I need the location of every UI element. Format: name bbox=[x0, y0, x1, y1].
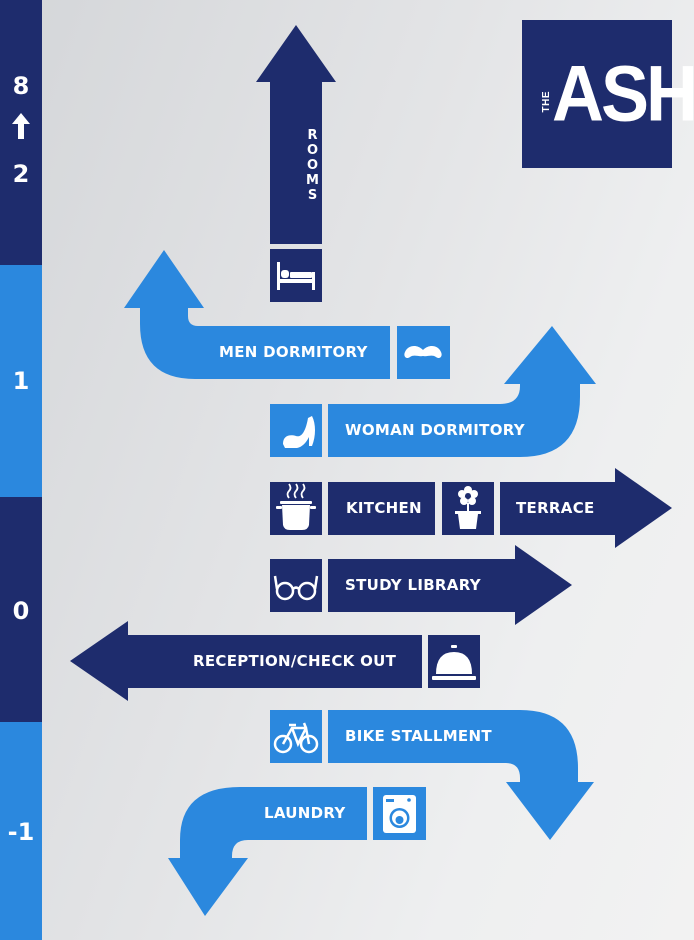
logo-main-text: ASH bbox=[552, 50, 694, 138]
steam-icon bbox=[286, 483, 306, 499]
kitchen-label: KITCHEN bbox=[346, 499, 422, 517]
terrace-arrow bbox=[500, 468, 672, 548]
floor-bar-ground bbox=[0, 497, 42, 722]
bicycle-icon bbox=[273, 722, 319, 754]
reception-label: RECEPTION/CHECK OUT bbox=[193, 652, 397, 670]
men-dormitory-arrow bbox=[124, 250, 390, 379]
woman-dormitory-label: WOMAN DORMITORY bbox=[345, 421, 525, 439]
floor-label-0: 0 bbox=[12, 597, 30, 625]
mustache-icon bbox=[404, 346, 442, 359]
study-library-arrow bbox=[328, 545, 572, 625]
rooms-arrow bbox=[256, 25, 336, 244]
bike-stallment-arrow bbox=[328, 710, 594, 840]
floor-label-8: 8 bbox=[12, 72, 30, 100]
laundry-arrow bbox=[168, 787, 367, 916]
study-library-label: STUDY LIBRARY bbox=[345, 576, 481, 594]
flower-pot-icon bbox=[455, 486, 481, 529]
arrow-up-icon bbox=[12, 113, 30, 139]
service-bell-icon bbox=[432, 645, 476, 680]
reception-arrow bbox=[70, 621, 422, 701]
logo: THE ASH bbox=[522, 20, 694, 168]
glasses-icon bbox=[273, 575, 319, 601]
washing-machine-icon bbox=[383, 795, 416, 833]
floor-label-minus-1: -1 bbox=[7, 818, 35, 846]
bed-icon bbox=[277, 262, 315, 290]
terrace-label: TERRACE bbox=[516, 499, 595, 517]
woman-dormitory-arrow bbox=[328, 326, 596, 457]
cooking-pot-icon bbox=[276, 501, 316, 530]
high-heel-icon bbox=[283, 416, 315, 448]
rooms-label: ROOMS bbox=[305, 128, 320, 203]
floor-label-2: 2 bbox=[12, 160, 30, 188]
floor-label-1: 1 bbox=[12, 367, 30, 395]
bike-stallment-label: BIKE STALLMENT bbox=[345, 727, 492, 745]
laundry-label: LAUNDRY bbox=[264, 804, 346, 822]
men-dormitory-label: MEN DORMITORY bbox=[219, 343, 368, 361]
floor-bar-basement bbox=[0, 722, 42, 940]
floor-bar-first bbox=[0, 265, 42, 497]
